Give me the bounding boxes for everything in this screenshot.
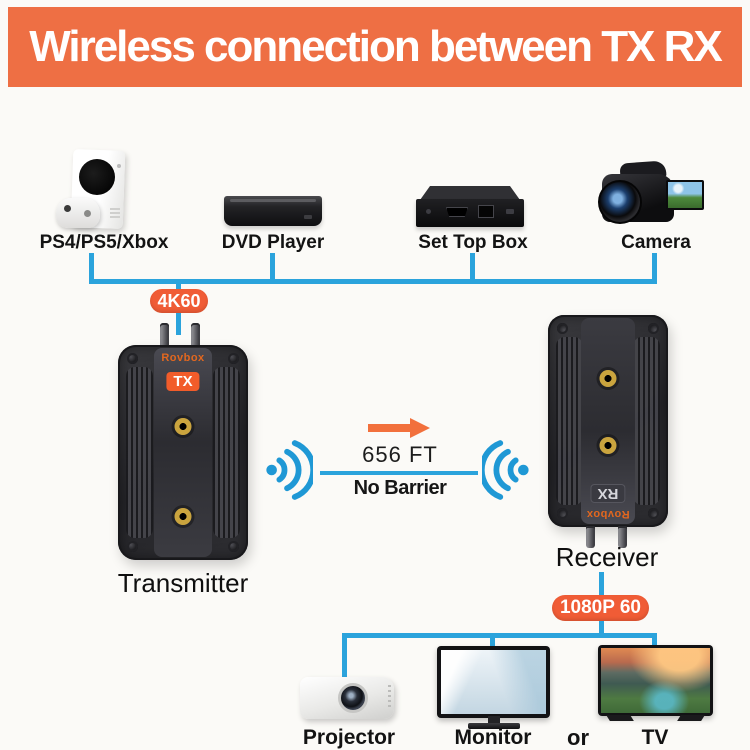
- input-resolution-badge: 4K60: [150, 289, 208, 313]
- transmitter-caption: Transmitter: [117, 568, 249, 598]
- distance-label: 656 FT: [362, 442, 438, 467]
- set-top-box-icon: [416, 186, 524, 230]
- wire-source-4: [652, 253, 657, 281]
- receiver-caption: Receiver: [555, 542, 659, 572]
- antenna: [618, 526, 627, 548]
- dvd-player-icon: [224, 192, 322, 230]
- game-console-icon: [48, 149, 163, 232]
- projector-lens-icon: [338, 683, 368, 713]
- or-conjunction: or: [567, 725, 589, 750]
- wire-source-1: [89, 253, 94, 281]
- output-label-tv: TV: [641, 726, 669, 749]
- brand-logo: Rovbox: [586, 508, 630, 520]
- brand-logo: Rovbox: [161, 352, 205, 364]
- arrow-right-icon: [368, 418, 432, 438]
- receiver-device: Rovbox RX: [548, 315, 668, 527]
- camera-screen-icon: [666, 180, 704, 210]
- ethernet-port-icon: [478, 205, 494, 218]
- output-label-projector: Projector: [302, 726, 396, 749]
- antenna: [586, 526, 595, 548]
- no-barrier-label: No Barrier: [353, 477, 447, 499]
- tv-icon: [598, 645, 713, 721]
- wire-source-3: [470, 253, 475, 281]
- title-banner: Wireless connection between TX RX: [8, 7, 742, 87]
- screw-hole: [174, 418, 192, 435]
- distance-line: [320, 471, 478, 475]
- source-label-stb: Set Top Box: [418, 232, 528, 253]
- wire-to-projector: [342, 636, 347, 678]
- wifi-signal-left-icon: [266, 440, 313, 500]
- screw-hole: [599, 437, 617, 454]
- hdmi-port-icon: [446, 207, 468, 217]
- source-label-camera: Camera: [621, 232, 691, 253]
- camcorder-icon: [598, 160, 704, 230]
- tx-badge: TX: [166, 372, 200, 391]
- wire-source-2: [270, 253, 275, 281]
- wire-output-bus: [342, 633, 657, 638]
- screw-hole: [599, 370, 617, 387]
- output-label-monitor: Monitor: [454, 726, 532, 749]
- output-resolution-badge: 1080P 60: [552, 595, 649, 621]
- antenna: [191, 323, 200, 348]
- wire-to-tv: [652, 636, 657, 650]
- wire-to-monitor: [490, 636, 495, 650]
- source-label-dvd: DVD Player: [221, 232, 325, 253]
- antenna: [160, 323, 169, 348]
- monitor-icon: [437, 646, 550, 729]
- page-title: Wireless connection between TX RX: [29, 22, 723, 71]
- projector-icon: [300, 673, 398, 723]
- game-controller-icon: [56, 198, 100, 228]
- camera-lens-icon: [598, 180, 642, 224]
- wire-source-bus: [89, 279, 657, 284]
- screw-hole: [174, 508, 192, 525]
- wifi-signal-right-icon: [482, 440, 529, 500]
- source-label-console: PS4/PS5/Xbox: [39, 232, 169, 253]
- rx-badge: RX: [590, 484, 626, 503]
- transmitter-device: Rovbox TX: [118, 345, 248, 560]
